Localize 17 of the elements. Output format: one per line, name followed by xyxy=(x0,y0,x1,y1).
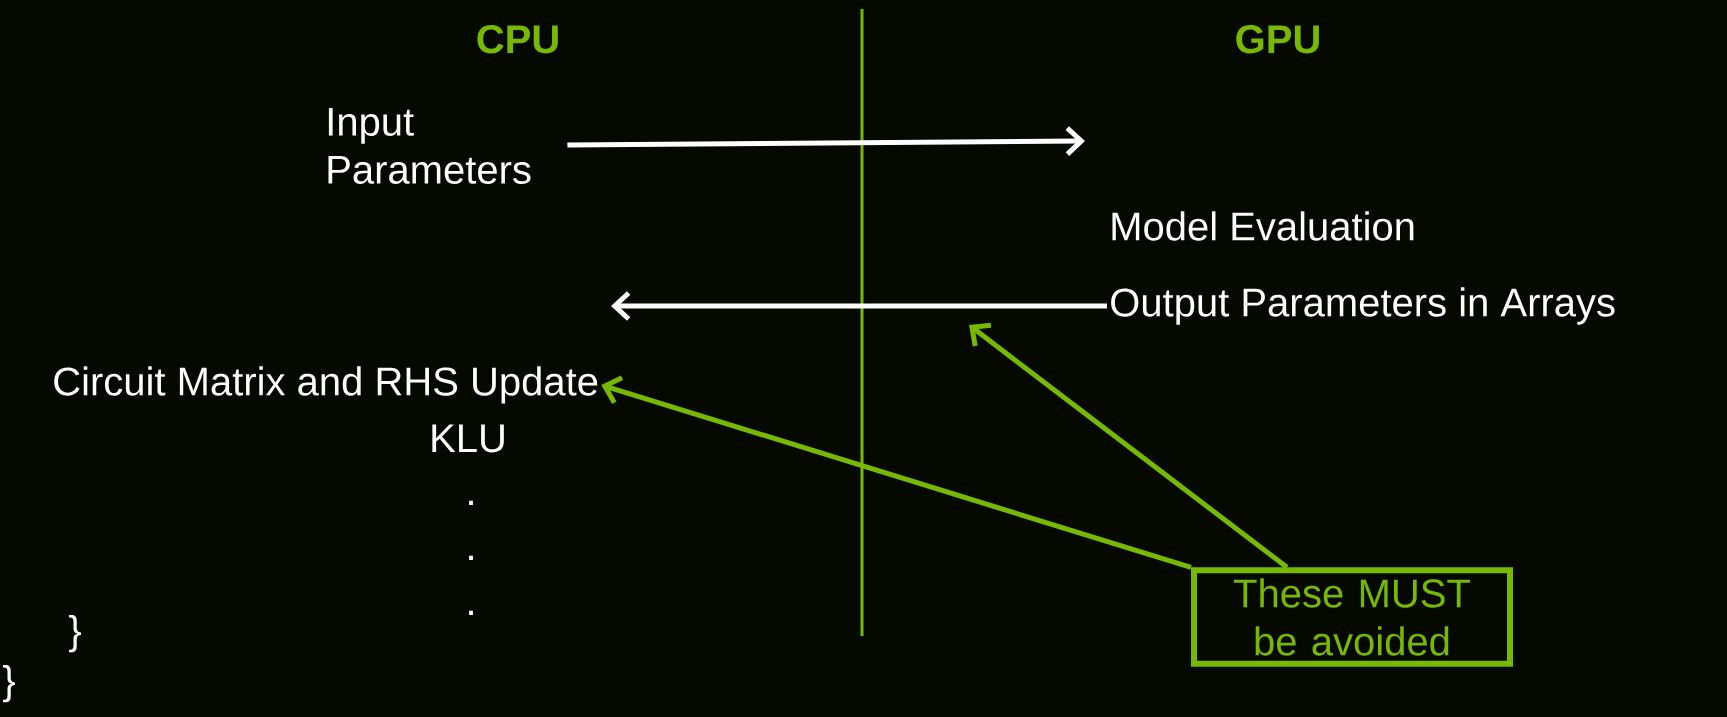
arrow xyxy=(969,322,1289,570)
label: } xyxy=(69,615,81,653)
column-heading: CPU xyxy=(477,25,558,54)
label: . xyxy=(469,555,473,560)
column-heading: GPU xyxy=(1236,25,1319,54)
arrow xyxy=(611,291,1107,321)
label: . xyxy=(469,610,473,615)
arrow xyxy=(567,126,1085,156)
label: . xyxy=(469,500,473,505)
callout-box: These MUST be avoided xyxy=(1191,567,1513,667)
step-text: Output Parameters in Arrays xyxy=(1111,287,1615,325)
step-text: Model Evaluation xyxy=(1112,211,1414,241)
step-text: Input Parameters xyxy=(328,108,531,184)
step-text: Circuit Matrix and RHS Update xyxy=(54,366,598,404)
label: KLU xyxy=(432,424,504,453)
label: } xyxy=(3,665,15,703)
arrow xyxy=(601,375,1192,570)
